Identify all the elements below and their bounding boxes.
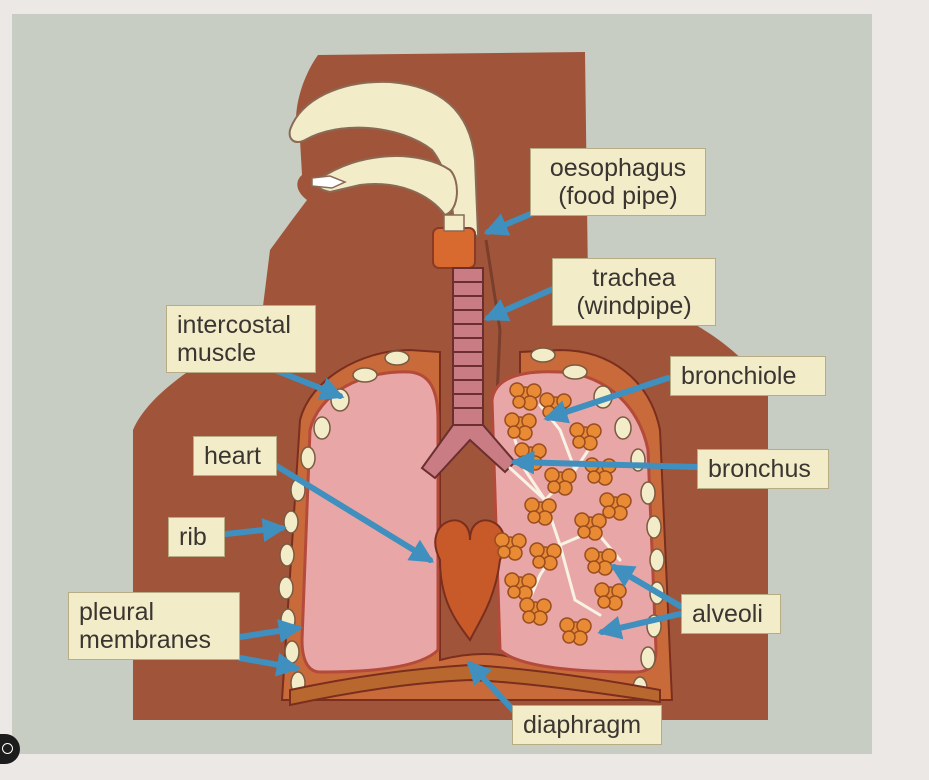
arrow-alveoli-2 <box>597 611 683 640</box>
diaphragm-muscle <box>289 663 661 707</box>
label-bronchus: bronchus <box>697 449 829 489</box>
arrow-intercostal <box>272 367 345 401</box>
arrow-rib <box>223 518 287 542</box>
arrow-heart <box>272 462 435 563</box>
arrow-diaphragm <box>466 660 518 715</box>
arrow-pleural-1 <box>237 619 303 643</box>
arrow-pleural-2 <box>237 652 301 677</box>
tongue <box>311 175 347 189</box>
video-control-icon[interactable] <box>0 734 20 764</box>
label-oesophagus: oesophagus (food pipe) <box>530 148 706 216</box>
arrow-alveoli-1 <box>609 564 683 609</box>
arrow-bronchus <box>510 450 700 475</box>
label-bronchiole: bronchiole <box>670 356 826 396</box>
label-trachea: trachea (windpipe) <box>552 258 716 326</box>
pointer-arrows <box>223 207 700 715</box>
arrow-bronchiole <box>543 375 671 424</box>
label-alveoli: alveoli <box>681 594 781 634</box>
larynx <box>432 227 476 269</box>
label-intercostal-muscle: intercostal muscle <box>166 305 316 373</box>
trachea-tube <box>452 267 484 429</box>
label-rib: rib <box>168 517 225 557</box>
label-pleural-membranes: pleural membranes <box>68 592 240 660</box>
bronchi <box>420 424 517 480</box>
arrow-trachea <box>483 285 558 322</box>
label-diaphragm: diaphragm <box>512 705 662 745</box>
label-heart: heart <box>193 436 277 476</box>
